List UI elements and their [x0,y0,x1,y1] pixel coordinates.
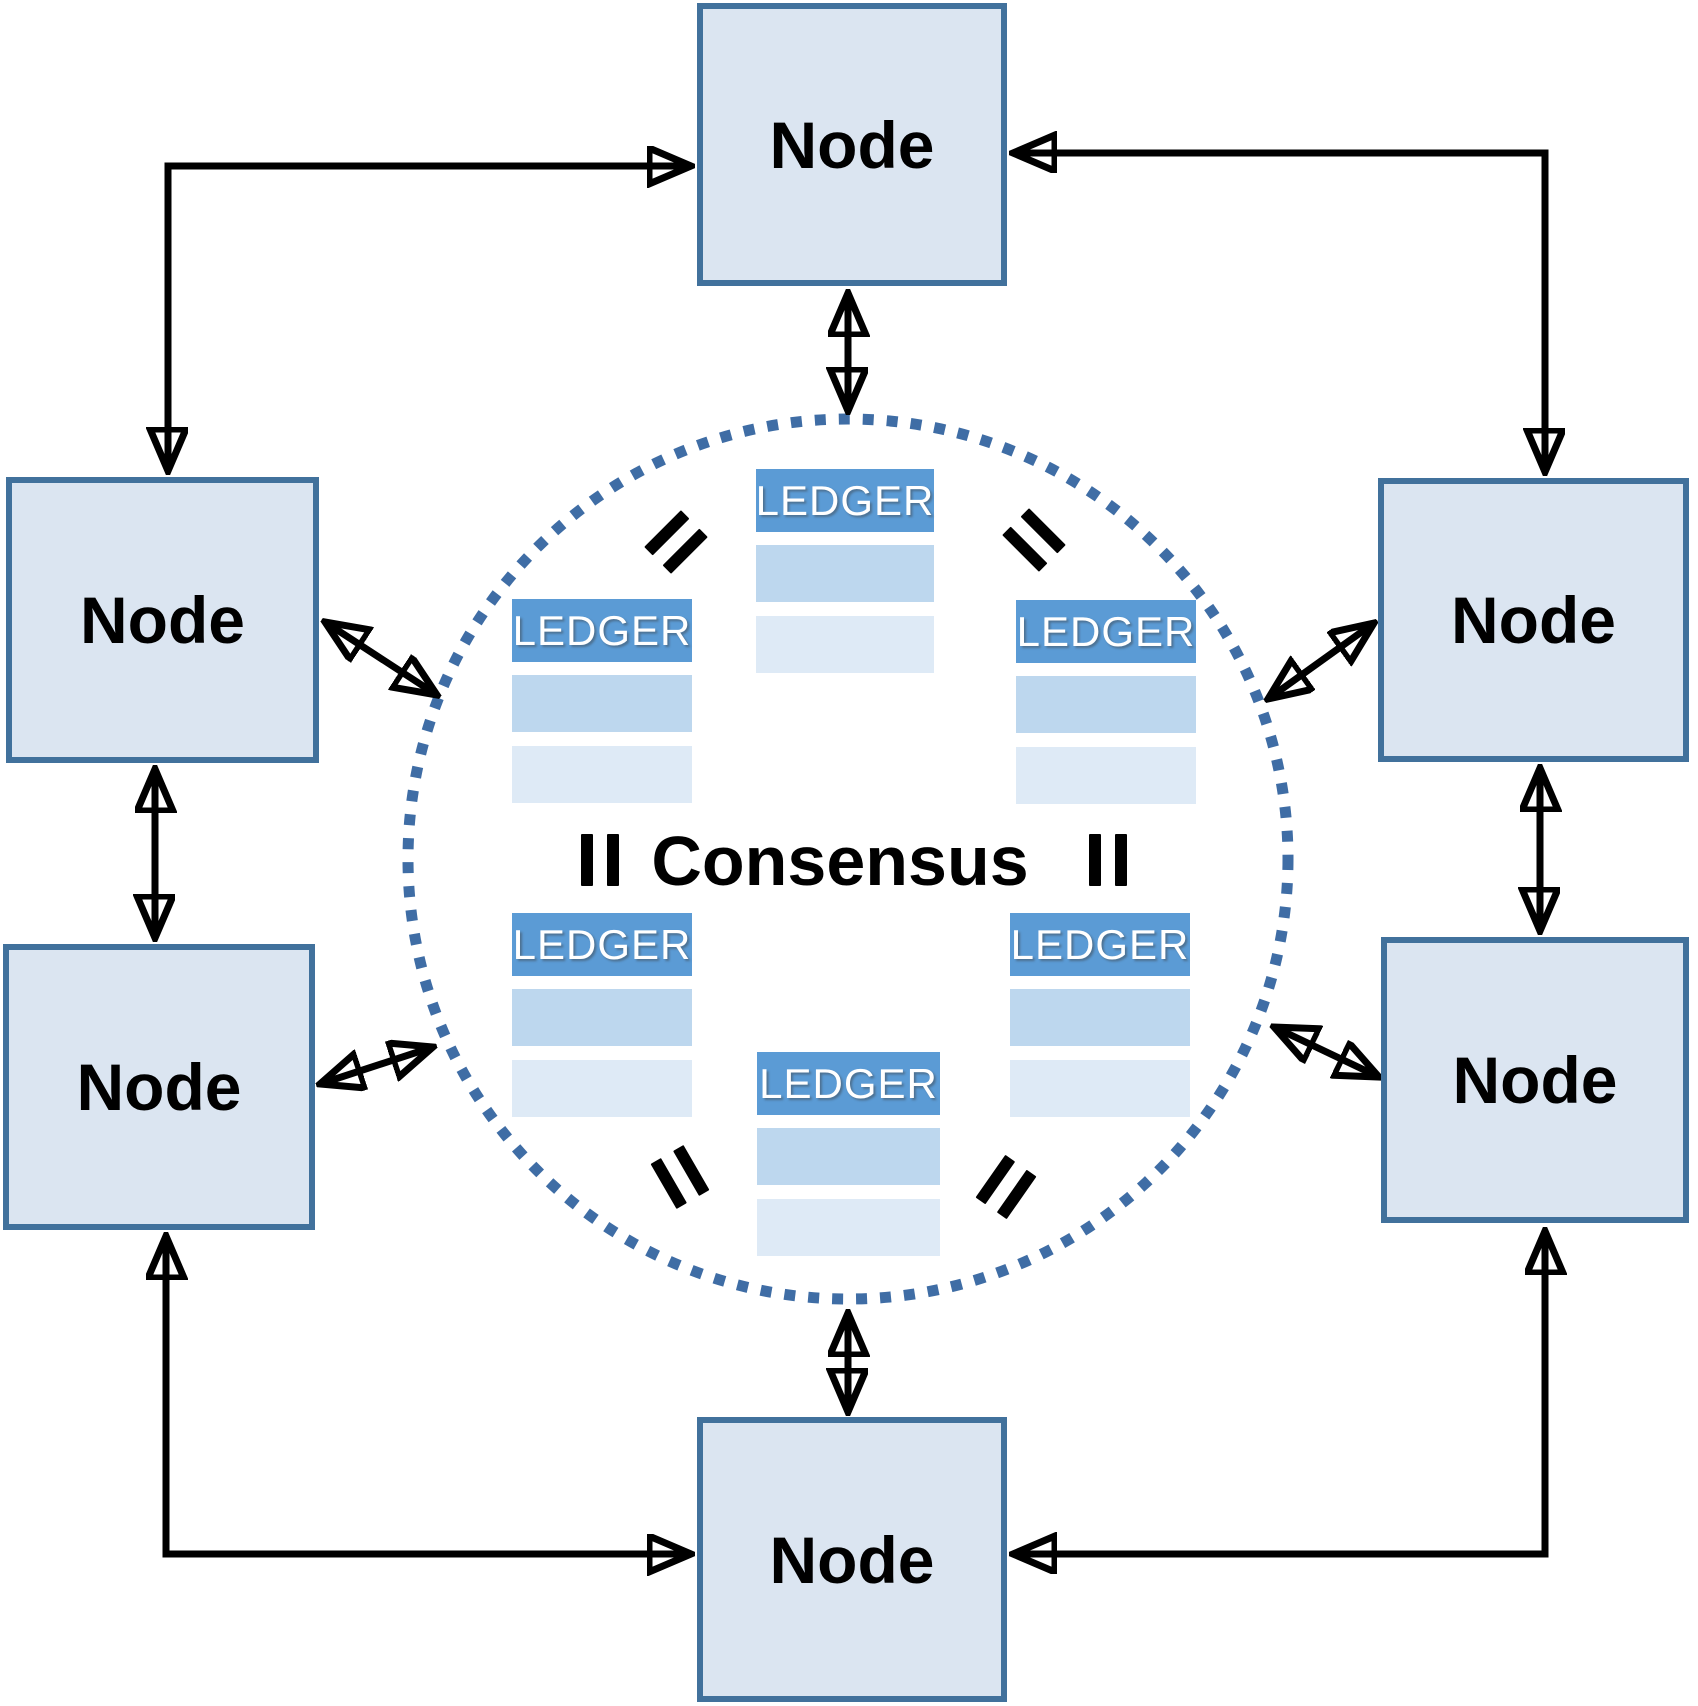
ledger-row [1010,1060,1190,1117]
ledger-lower-left: LEDGER [512,913,692,1117]
arrow-left-lower-node-circle [320,1047,433,1084]
node-box-bottom: Node [697,1417,1007,1702]
node-label: Node [1452,1043,1618,1117]
node-label: Node [769,1522,935,1597]
ledger-row [1016,747,1196,804]
ledger-lower-right: LEDGER [1010,913,1190,1117]
ledger-header: LEDGER [756,469,934,532]
ledger-row [756,616,934,673]
ledger-row [512,989,692,1046]
ledger-bottom-center: LEDGER [757,1052,940,1256]
ledger-row [512,1060,692,1117]
arrow-top-to-right-upper [1013,153,1545,472]
node-label: Node [769,107,935,182]
node-label: Node [1451,583,1616,657]
ledger-row [756,545,934,602]
node-box-right-upper: Node [1378,478,1689,762]
node-box-left-upper: Node [6,477,319,763]
arrow-bottom-to-right-lower [1013,1231,1545,1554]
equals-icon [1089,834,1127,886]
arrow-right-upper-node-circle [1268,623,1374,699]
arrow-left-upper-node-circle [325,622,437,695]
ledger-top-center: LEDGER [756,469,934,673]
node-box-left-lower: Node [3,944,315,1230]
node-box-right-lower: Node [1381,937,1689,1223]
consensus-label: Consensus [651,822,1029,900]
ledger-row [757,1128,940,1185]
ledger-row [1010,989,1190,1046]
arrow-right-lower-node-circle [1274,1027,1379,1077]
node-box-top: Node [697,3,1007,286]
ledger-header: LEDGER [512,913,692,976]
ledger-row [512,746,692,803]
ledger-header: LEDGER [757,1052,940,1115]
ledger-row [757,1199,940,1256]
ledger-upper-right: LEDGER [1016,600,1196,804]
ledger-header: LEDGER [1010,913,1190,976]
arrow-left-upper-to-top [168,166,691,471]
arrow-left-lower-to-bottom [166,1236,691,1554]
ledger-header: LEDGER [1016,600,1196,663]
ledger-header: LEDGER [512,599,692,662]
consensus-dotted-circle [402,413,1294,1305]
node-label: Node [76,1050,242,1124]
node-label: Node [80,583,245,657]
ledger-row [512,675,692,732]
equals-icon [581,834,619,886]
ledger-row [1016,676,1196,733]
ledger-upper-left: LEDGER [512,599,692,803]
